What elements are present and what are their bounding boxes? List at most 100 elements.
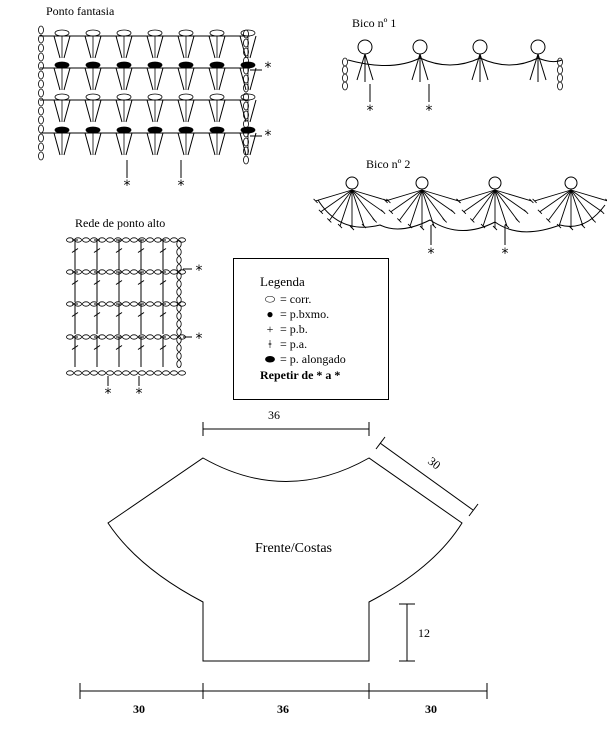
- chain-oval: [98, 370, 106, 376]
- chain-oval: [178, 269, 186, 275]
- repeat-star: *: [265, 128, 272, 144]
- picot-icon: [345, 176, 359, 190]
- legend-item-text: = p.b.: [280, 322, 308, 336]
- stitch-line: [570, 189, 607, 202]
- chain-oval: [176, 264, 182, 272]
- legend-item-text: = p.a.: [280, 337, 308, 351]
- chain-oval: [82, 370, 90, 376]
- dim-top: 36: [268, 408, 280, 422]
- chain-oval: [178, 370, 186, 376]
- chain-oval: [116, 126, 132, 134]
- stitch-line: [93, 248, 101, 253]
- chain-oval: [243, 119, 249, 129]
- legend-item-chain: ⬭ = corr.: [262, 292, 312, 307]
- stitch-line: [419, 225, 425, 231]
- repeat-star: *: [105, 386, 112, 402]
- chain-oval: [122, 237, 130, 243]
- chain-oval: [178, 237, 186, 243]
- stitch-line: [84, 132, 92, 156]
- chain-oval: [176, 352, 182, 360]
- chain-oval: [178, 93, 194, 101]
- repeat-star: *: [196, 331, 203, 347]
- chain-oval: [147, 29, 163, 37]
- chain-oval: [243, 128, 249, 138]
- stitch-line: [515, 218, 521, 223]
- stitch-line: [380, 209, 386, 215]
- stitch-line: [458, 189, 496, 202]
- stitch-line: [419, 53, 429, 81]
- stitch-line: [159, 312, 167, 317]
- side-dimension-line: [399, 603, 415, 662]
- chain-oval: [116, 29, 132, 37]
- stitch-line: [494, 189, 532, 202]
- legend-title: Legenda: [260, 274, 305, 289]
- dim-bottom-right: 30: [425, 702, 437, 716]
- stitch-line: [218, 132, 226, 156]
- stitch-line: [156, 35, 164, 59]
- legend-item-text: = corr.: [280, 292, 312, 306]
- ponto-fantasia-chart: ****: [38, 25, 272, 194]
- repeat-star: *: [178, 178, 185, 194]
- chain-oval: [85, 61, 101, 69]
- stitch-line: [421, 189, 446, 221]
- chain-oval: [557, 81, 563, 91]
- repeat-star: *: [136, 386, 143, 402]
- chain-oval: [243, 74, 249, 84]
- repeat-star: *: [124, 178, 131, 194]
- stitch-line: [390, 189, 423, 213]
- chain-oval: [147, 126, 163, 134]
- stitch-line: [570, 189, 603, 213]
- stitch-line: [137, 248, 145, 253]
- stitch-line: [421, 189, 454, 213]
- double-crochet-icon: ǂ: [268, 337, 272, 351]
- chain-oval: [176, 240, 182, 248]
- stitch-line: [351, 189, 384, 213]
- chain-oval: [82, 301, 90, 307]
- chain-oval: [122, 269, 130, 275]
- stitch-line: [156, 67, 164, 91]
- chain-oval: [38, 61, 44, 71]
- picot-icon: [415, 176, 429, 190]
- bottom-dimension-line: [79, 683, 488, 699]
- chain-oval: [85, 29, 101, 37]
- stitch-line: [388, 209, 394, 215]
- chain-oval: [82, 237, 90, 243]
- piece-label: Frente/Costas: [255, 541, 332, 556]
- picot-icon: [472, 39, 488, 55]
- stitch-line: [146, 67, 154, 91]
- chain-oval: [106, 237, 114, 243]
- picot-icon: [530, 39, 546, 55]
- chain-oval: [38, 52, 44, 62]
- chain-oval: [130, 269, 138, 275]
- stitch-line: [492, 225, 498, 231]
- stitch-line: [545, 218, 551, 223]
- chain-arc: [317, 199, 606, 233]
- chain-oval: [38, 151, 44, 161]
- chain-oval: [38, 70, 44, 80]
- chain-oval: [178, 301, 186, 307]
- chain-oval: [243, 92, 249, 102]
- stitch-line: [239, 132, 247, 156]
- stitch-line: [125, 67, 133, 91]
- shoulder-dimension-line: [375, 436, 479, 517]
- chain-oval: [114, 370, 122, 376]
- stitch-line: [471, 53, 481, 81]
- bico2-chart: **: [313, 176, 607, 262]
- stitch-line: [337, 223, 343, 229]
- stitch-line: [177, 99, 185, 123]
- stitch-line: [156, 99, 164, 123]
- stitch-line: [63, 35, 71, 59]
- stitch-line: [137, 280, 145, 285]
- chain-oval: [106, 301, 114, 307]
- stitch-line: [249, 35, 257, 59]
- chain-oval: [82, 334, 90, 340]
- chain-oval: [38, 142, 44, 152]
- stitch-line: [63, 67, 71, 91]
- garment-pattern: [79, 422, 488, 699]
- stitch-line: [398, 189, 423, 221]
- elongated-stitch-icon: ⬬: [264, 352, 276, 366]
- stitch-line: [456, 198, 461, 204]
- rede-chart: ****: [66, 237, 203, 402]
- chain-oval: [178, 29, 194, 37]
- stitch-line: [351, 189, 376, 221]
